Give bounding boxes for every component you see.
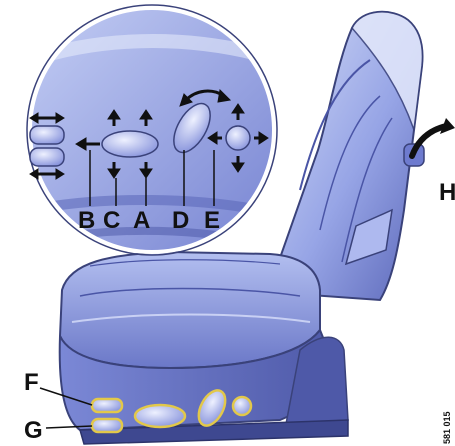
label-a: A: [133, 207, 150, 234]
magnified-inset: [27, 5, 280, 255]
label-e: E: [204, 207, 220, 234]
control-f: [92, 399, 122, 412]
label-b: B: [78, 207, 95, 234]
inset-control-a-c: [102, 131, 158, 157]
label-f: F: [24, 369, 39, 396]
label-h: H: [439, 179, 455, 206]
seat-cushion: [60, 252, 320, 368]
control-a-c: [135, 405, 185, 427]
label-c: C: [103, 207, 120, 234]
label-g: G: [24, 417, 43, 444]
control-e: [233, 397, 251, 415]
control-g: [92, 419, 122, 432]
inset-control-g: [30, 148, 64, 166]
figure-code: 581 015: [442, 411, 452, 444]
inset-control-e: [226, 126, 250, 150]
inset-control-f: [30, 126, 64, 144]
label-d: D: [172, 207, 189, 234]
